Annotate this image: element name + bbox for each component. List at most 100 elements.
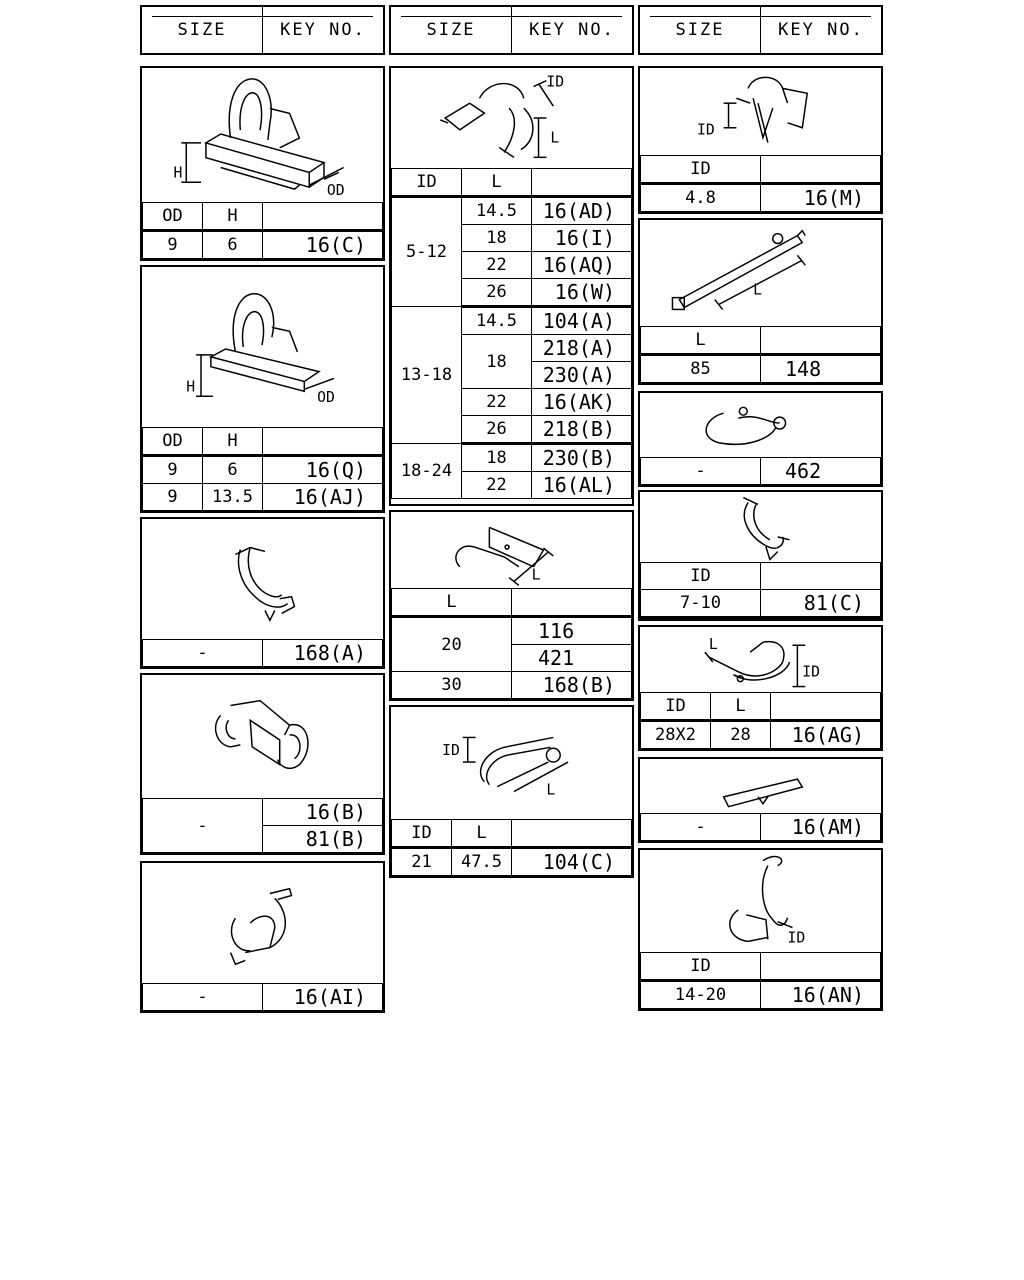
col-key bbox=[760, 155, 881, 185]
col-l: L bbox=[710, 692, 771, 722]
col-key bbox=[262, 202, 383, 232]
col-l: L bbox=[461, 168, 532, 198]
l-label: L bbox=[532, 567, 541, 584]
l-label: L bbox=[709, 636, 718, 653]
panel-clip-16ai: -16(AI) bbox=[140, 861, 385, 1013]
table-row: -16(AM) bbox=[640, 813, 881, 841]
od-label: OD bbox=[327, 182, 345, 199]
col-key bbox=[760, 562, 881, 590]
col-l: L bbox=[640, 326, 761, 356]
col-id: ID bbox=[640, 952, 761, 982]
id-label: ID bbox=[442, 742, 460, 759]
col-id: ID bbox=[640, 692, 711, 722]
clip-drawing bbox=[142, 863, 383, 987]
col-id: ID bbox=[391, 819, 452, 849]
table-row: -462 bbox=[640, 457, 881, 485]
id-label: ID bbox=[788, 929, 806, 946]
clip-drawing: ID L bbox=[391, 707, 632, 823]
panel-clip-16b: -16(B) 81(B) bbox=[140, 673, 385, 855]
id-label: ID bbox=[546, 74, 564, 91]
size-header: SIZE bbox=[142, 7, 263, 53]
size-header: SIZE bbox=[640, 7, 761, 53]
col-key bbox=[511, 588, 632, 618]
header-col3: SIZE KEY NO. bbox=[638, 5, 883, 55]
col-key bbox=[770, 692, 881, 722]
table-row: -168(A) bbox=[142, 639, 383, 667]
col-key bbox=[511, 819, 632, 849]
panel-clip-462: -462 bbox=[638, 391, 883, 487]
col-id: ID bbox=[640, 562, 761, 590]
header-col2: SIZE KEY NO. bbox=[389, 5, 634, 55]
clip-drawing bbox=[640, 393, 881, 459]
clip-drawing: H OD bbox=[142, 267, 383, 429]
tape-drawing bbox=[640, 759, 881, 817]
panel-clip-168a: -168(A) bbox=[140, 517, 385, 669]
table-row: -16(B) bbox=[142, 798, 383, 853]
clip-drawing: ID L bbox=[391, 68, 632, 168]
keyno-header: KEY NO. bbox=[778, 20, 864, 40]
panel-tape-16am: -16(AM) bbox=[638, 757, 883, 843]
od-label: OD bbox=[317, 389, 335, 406]
col-h: H bbox=[202, 202, 263, 232]
col-key bbox=[531, 168, 632, 198]
l-label: L bbox=[753, 282, 762, 299]
col-id: ID bbox=[391, 168, 462, 198]
clip-drawing: L bbox=[391, 512, 632, 590]
id-label: ID bbox=[697, 122, 715, 139]
col-l: L bbox=[391, 588, 512, 618]
l-label: L bbox=[546, 782, 555, 799]
clip-drawing: ID bbox=[640, 68, 881, 158]
clip-drawing: H OD bbox=[142, 68, 383, 206]
col-l: L bbox=[451, 819, 512, 849]
clip-drawing: L ID bbox=[640, 627, 881, 695]
id-label: ID bbox=[802, 664, 820, 681]
strap-drawing: L bbox=[640, 220, 881, 330]
size-header: SIZE bbox=[391, 7, 512, 53]
clip-drawing: ID bbox=[640, 850, 881, 954]
table-row: -16(AI) bbox=[142, 983, 383, 1011]
col-key bbox=[760, 326, 881, 356]
col-key bbox=[760, 952, 881, 982]
col-h: H bbox=[202, 427, 263, 457]
clip-drawing bbox=[640, 492, 881, 566]
col-id: ID bbox=[640, 155, 761, 185]
col-od: OD bbox=[142, 427, 203, 457]
keyno-header: KEY NO. bbox=[529, 20, 615, 40]
h-label: H bbox=[186, 378, 195, 395]
table-row: 81(B) bbox=[143, 825, 383, 853]
clip-drawing bbox=[142, 675, 383, 799]
h-label: H bbox=[173, 164, 182, 181]
col-od: OD bbox=[142, 202, 203, 232]
table-row: 230(A) bbox=[392, 361, 632, 389]
